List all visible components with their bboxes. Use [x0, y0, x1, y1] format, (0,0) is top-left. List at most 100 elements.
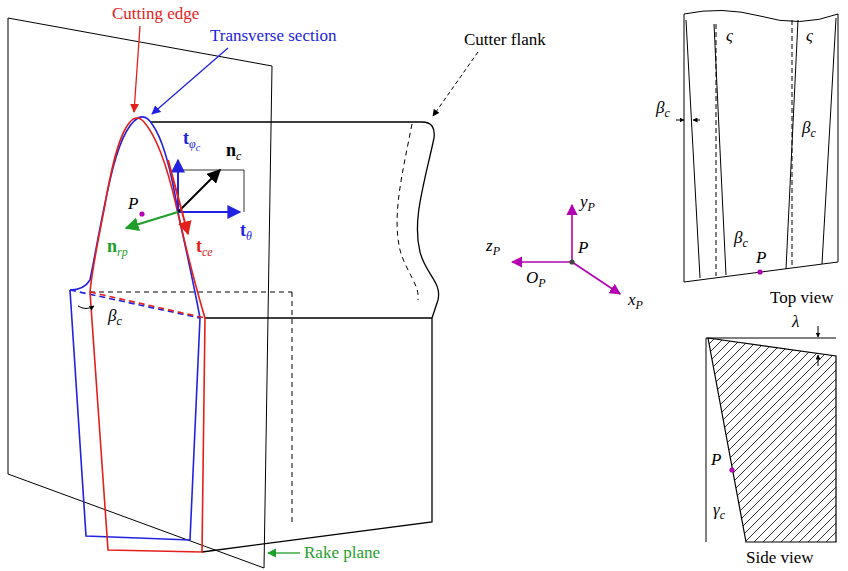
vector-label: nrp [107, 236, 128, 262]
point-label: P [756, 248, 766, 268]
top-left-edge [686, 20, 700, 278]
hidden-lines [90, 124, 418, 522]
label-base: β [656, 98, 664, 117]
axis-label: zP [486, 236, 500, 261]
edge-base-top [90, 292, 205, 318]
top-side-line [786, 20, 798, 269]
label-subscript: c [720, 508, 725, 522]
angle-arrow [818, 326, 819, 337]
point-label: P [128, 194, 138, 214]
axis-y [571, 205, 573, 262]
label-base: P [756, 248, 766, 267]
label-subscript: c [664, 106, 669, 120]
label-base: n [226, 140, 236, 160]
label-subscript-part: φ [189, 137, 196, 151]
side-view [706, 326, 836, 542]
cutting-edge [90, 118, 205, 552]
angle-mark [78, 306, 94, 309]
angle-label: βc [734, 228, 748, 253]
label-base: Cutting edge [112, 4, 199, 23]
cutter-body [150, 122, 439, 552]
angle-arrow [676, 120, 684, 121]
leader-label: Cutting edge [112, 4, 199, 24]
label-subscript: c [236, 149, 241, 163]
axis-label: xP [628, 290, 643, 315]
point-p [757, 269, 762, 274]
vector-t-theta [178, 211, 240, 213]
label-subscript: P [588, 200, 595, 214]
leader-label: Cutter flank [464, 30, 546, 50]
leader-arrow [152, 48, 228, 114]
label-base: Transverse section [210, 26, 336, 45]
point-p [729, 467, 734, 472]
hidden-profile [397, 124, 418, 300]
angle-label: λ [792, 312, 799, 332]
leader-arrow [268, 552, 300, 553]
label-subscript: c [742, 236, 747, 250]
cutter-base-side [202, 318, 432, 552]
top-frame [684, 14, 838, 282]
label-base: n [107, 236, 117, 256]
leader-label: Transverse section [210, 26, 336, 46]
label-subscript: P [538, 276, 545, 290]
vector-t-phi [177, 160, 179, 212]
label-subscript: c [810, 126, 815, 140]
label-base: O [526, 268, 538, 287]
label-base: Cutter flank [464, 30, 546, 49]
label-base: y [580, 192, 588, 211]
vector-label: nc [226, 140, 241, 166]
label-base: γ [713, 500, 720, 519]
label-base: λ [792, 312, 799, 331]
angle-label: βc [802, 118, 816, 143]
point-label: P [578, 238, 588, 258]
hidden-base-edge [292, 292, 293, 522]
label-base: z [486, 236, 493, 255]
label-base: Side view [746, 548, 814, 567]
hidden-base-top [90, 292, 292, 293]
edge-base [90, 292, 205, 552]
label-subscript: θ [246, 229, 252, 243]
frame-box [178, 170, 244, 212]
vector-n-rp [126, 212, 178, 228]
top-side-line [714, 24, 726, 275]
section-profile [70, 117, 200, 318]
angle-label: βc [108, 306, 122, 331]
angle-label: ς [726, 26, 733, 46]
label-subscript: P [493, 244, 500, 258]
label-base: x [628, 290, 636, 309]
leader-arrow [134, 26, 140, 112]
axis-z [512, 261, 572, 263]
label-base: ς [806, 26, 813, 45]
axis-x [572, 262, 620, 294]
vector-label: tφc [183, 128, 200, 158]
label-subscript: φc [189, 137, 200, 151]
axis-label: yP [580, 192, 595, 217]
vector-n-c [178, 170, 220, 212]
label-subscript: c [116, 314, 121, 328]
top-cut [684, 10, 838, 21]
origin-dot [569, 259, 574, 264]
label-subsubscript: c [196, 142, 200, 153]
point-label: P [711, 450, 721, 470]
view-caption: Side view [746, 548, 814, 568]
label-base: β [734, 228, 742, 247]
label-base: t [240, 220, 246, 240]
angle-arrow [693, 120, 700, 121]
label-base: t [183, 128, 189, 148]
view-caption: Top view [770, 288, 834, 308]
vector-label: tθ [240, 220, 252, 246]
side-section [708, 338, 836, 542]
label-base: β [108, 306, 116, 325]
vector-t-ce [168, 160, 188, 234]
label-subscript: ce [202, 245, 213, 259]
side-frame [706, 338, 836, 542]
angle-label: γc [713, 500, 725, 525]
angle-label: ς [806, 26, 813, 46]
cutter-top-edge [150, 122, 434, 138]
cutter-base-top [205, 317, 432, 318]
label-base: β [802, 118, 810, 137]
top-right-edge [822, 18, 836, 264]
label-base: t [196, 236, 202, 256]
